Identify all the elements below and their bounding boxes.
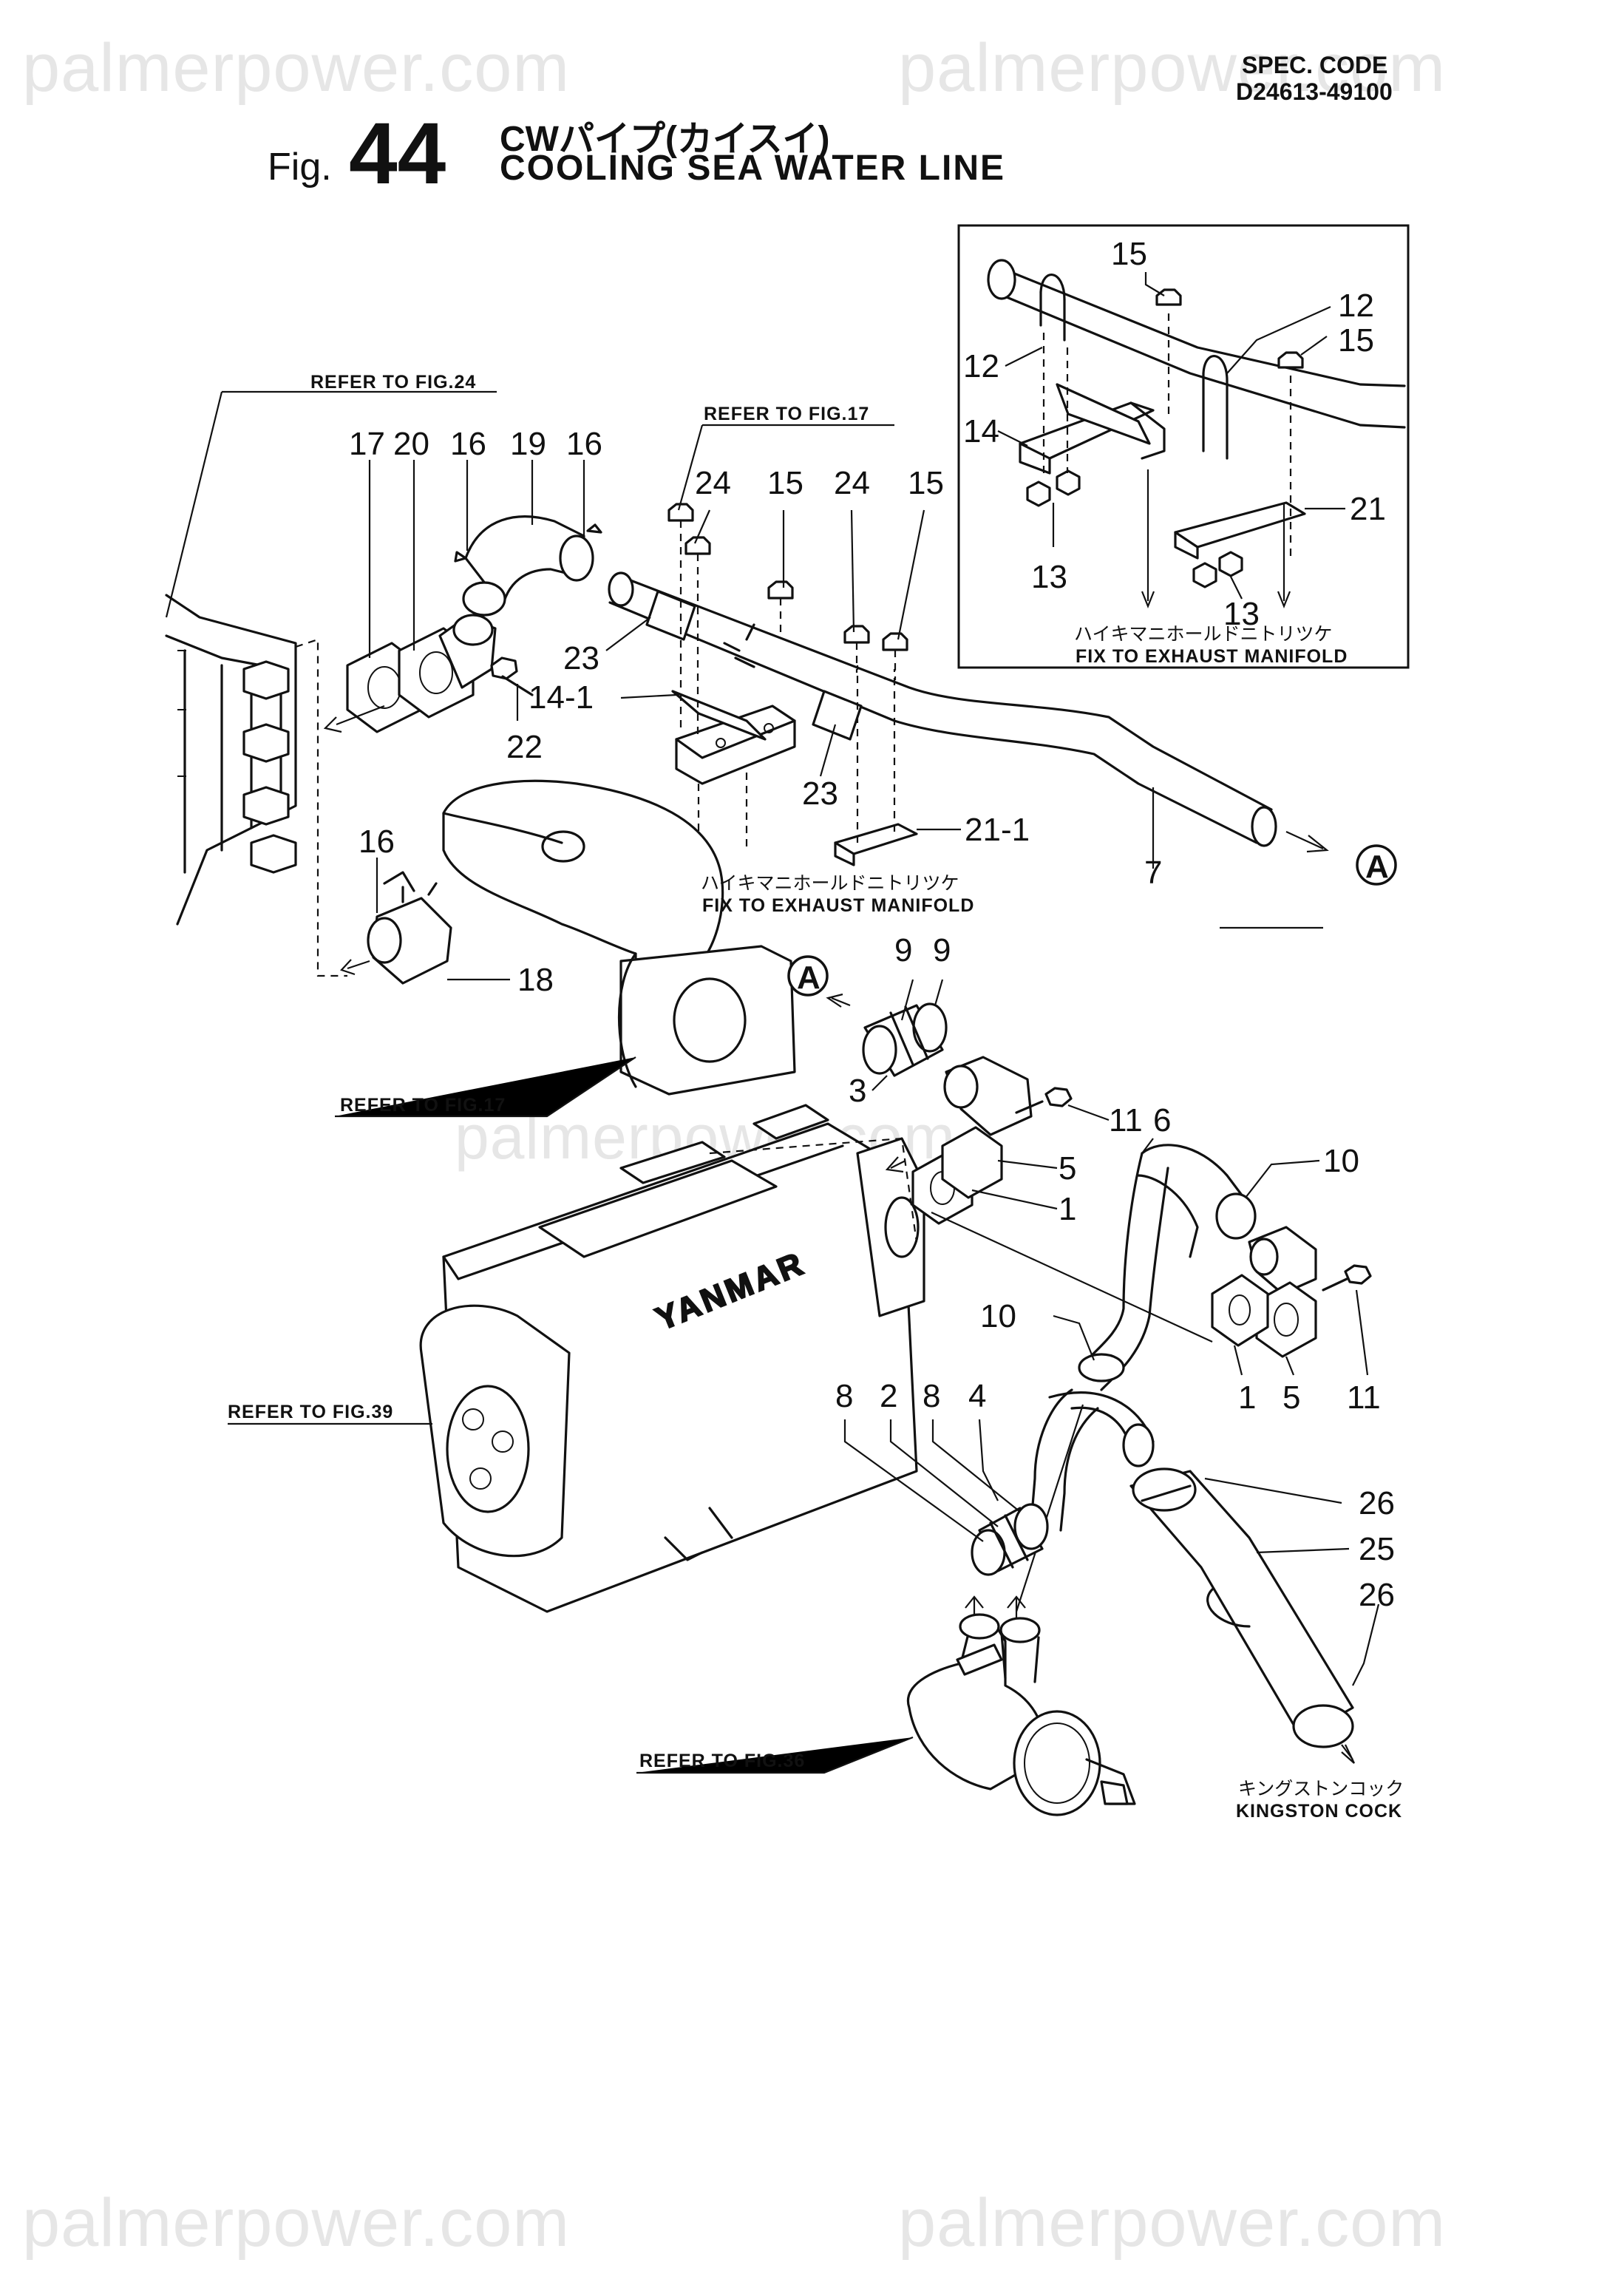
- callout-11a: 11: [1109, 1102, 1143, 1138]
- callout-16c: 16: [359, 824, 395, 860]
- fix-exhaust-en-2: FIX TO EXHAUST MANIFOLD: [702, 895, 974, 916]
- fix-exhaust-jp-1: ハイキマニホールドニトリツケ: [1074, 624, 1333, 645]
- callout-17: 17: [349, 426, 385, 462]
- marker-a-right: [1356, 844, 1397, 886]
- watermark-top-right: palmerpower.com: [898, 30, 1447, 106]
- marker-a-left-label: A: [797, 960, 821, 996]
- gasket-17-flange-20: [323, 614, 497, 733]
- callout-26b: 26: [1359, 1577, 1395, 1613]
- ref-fig17-mid: REFER TO FIG.17: [340, 1095, 506, 1116]
- pipe-25: [1129, 1467, 1355, 1764]
- fig-prefix: Fig.: [268, 146, 332, 189]
- callout-20: 20: [393, 426, 429, 462]
- inset-callout-13a: 13: [1031, 559, 1067, 595]
- callout-24b: 24: [834, 465, 870, 501]
- ref-fig17-top: REFER TO FIG.17: [704, 404, 869, 424]
- callout-14-1: 14-1: [529, 679, 594, 716]
- callout-23b: 23: [802, 775, 838, 812]
- callout-5b: 5: [1282, 1379, 1300, 1416]
- hose-4: [1015, 1388, 1155, 1612]
- inset-callout-13b: 13: [1223, 596, 1260, 632]
- watermark-bottom-right: palmerpower.com: [898, 2185, 1447, 2261]
- callout-24a: 24: [695, 465, 731, 501]
- callout-23a: 23: [563, 640, 599, 676]
- callout-5a: 5: [1059, 1150, 1076, 1187]
- callout-16a: 16: [450, 426, 486, 462]
- hose-3: [826, 993, 948, 1077]
- callout-18: 18: [517, 962, 554, 998]
- title-en: COOLING SEA WATER LINE: [500, 149, 1006, 188]
- callout-1a: 1: [1059, 1191, 1076, 1227]
- inset-callout-21: 21: [1350, 491, 1386, 527]
- callout-3: 3: [849, 1073, 866, 1109]
- callout-9a: 9: [894, 932, 912, 968]
- ref-fig36: REFER TO FIG.36: [639, 1751, 805, 1771]
- ref-fig24: REFER TO FIG.24: [310, 372, 476, 393]
- exhaust-elbow-fig17: [442, 779, 796, 1096]
- callout-10a: 10: [1323, 1143, 1359, 1179]
- callout-15a: 15: [767, 465, 803, 501]
- callout-1b: 1: [1238, 1379, 1256, 1416]
- callout-10b: 10: [980, 1298, 1016, 1334]
- gasket-1-flange-5: [885, 1056, 1213, 1343]
- part-number-callouts: 17 20 16 19 16 22 16 18 24 15 24 15 23 1…: [349, 236, 1395, 1613]
- fix-exhaust-jp-2: ハイキマニホールドニトリツケ: [701, 873, 959, 894]
- ref-fig39: REFER TO FIG.39: [228, 1402, 393, 1422]
- callout-15b: 15: [908, 465, 944, 501]
- reference-labels: REFER TO FIG.24 REFER TO FIG.17 REFER TO…: [228, 372, 869, 1771]
- callout-8b: 8: [923, 1378, 940, 1414]
- callout-25: 25: [1359, 1531, 1395, 1567]
- callout-11b: 11: [1347, 1379, 1381, 1416]
- kingston-en: KINGSTON COCK: [1236, 1801, 1402, 1822]
- fig-number: 44: [349, 105, 446, 203]
- engine-frame-fig24: [165, 594, 347, 977]
- bolt-11-upper: [1015, 1087, 1073, 1114]
- callout-19: 19: [510, 426, 546, 462]
- marker-a-left: [787, 955, 829, 997]
- hose-2-clamps-8: [965, 1503, 1049, 1623]
- kingston-jp: キングストンコック: [1238, 1779, 1404, 1799]
- inset-callout-15a: 15: [1111, 236, 1147, 272]
- bolt-22: [490, 656, 534, 696]
- watermark-bottom-left: palmerpower.com: [22, 2185, 571, 2261]
- bracket-21-1: [834, 665, 918, 866]
- callout-9b: 9: [933, 932, 951, 968]
- inset-callout-12a: 12: [1338, 288, 1374, 324]
- marker-a-right-label: A: [1365, 849, 1389, 885]
- callout-8a: 8: [835, 1378, 853, 1414]
- watermark-top-left: palmerpower.com: [22, 30, 571, 106]
- inset-pipe-assembly: [987, 259, 1406, 608]
- inset-callout-12b: 12: [963, 348, 999, 384]
- callout-26a: 26: [1359, 1485, 1395, 1521]
- inset-callout-14: 14: [963, 413, 999, 449]
- pipe-6: [1078, 1144, 1372, 1391]
- title-jp: CWパイプ(カイスイ): [500, 120, 830, 159]
- callout-16b: 16: [566, 426, 602, 462]
- callout-2: 2: [880, 1378, 897, 1414]
- adapter-18: [340, 871, 452, 985]
- notes: ハイキマニホールドニトリツケ FIX TO EXHAUST MANIFOLD ハ…: [701, 624, 1404, 1822]
- bolts-24-15: [667, 503, 908, 739]
- callout-6: 6: [1153, 1102, 1171, 1138]
- bracket-14-1: [671, 690, 796, 850]
- pipe-7: [608, 571, 1329, 853]
- callout-4: 4: [968, 1378, 986, 1414]
- sea-water-pump-fig36: [906, 1613, 1136, 1816]
- callout-21-1: 21-1: [965, 812, 1030, 848]
- leader-lines: [165, 272, 1380, 1774]
- inset-frame: [957, 224, 1410, 669]
- heat-exchanger-fig39: YANMAR: [419, 1104, 925, 1613]
- elbow-hose-19: [454, 515, 602, 617]
- spec-code-value: D24613-49100: [1236, 78, 1393, 105]
- callout-7: 7: [1144, 855, 1162, 891]
- spec-code-label: SPEC. CODE: [1242, 52, 1388, 78]
- inset-callout-15b: 15: [1338, 322, 1374, 359]
- fix-exhaust-en-1: FIX TO EXHAUST MANIFOLD: [1076, 646, 1348, 667]
- callout-22: 22: [506, 729, 543, 765]
